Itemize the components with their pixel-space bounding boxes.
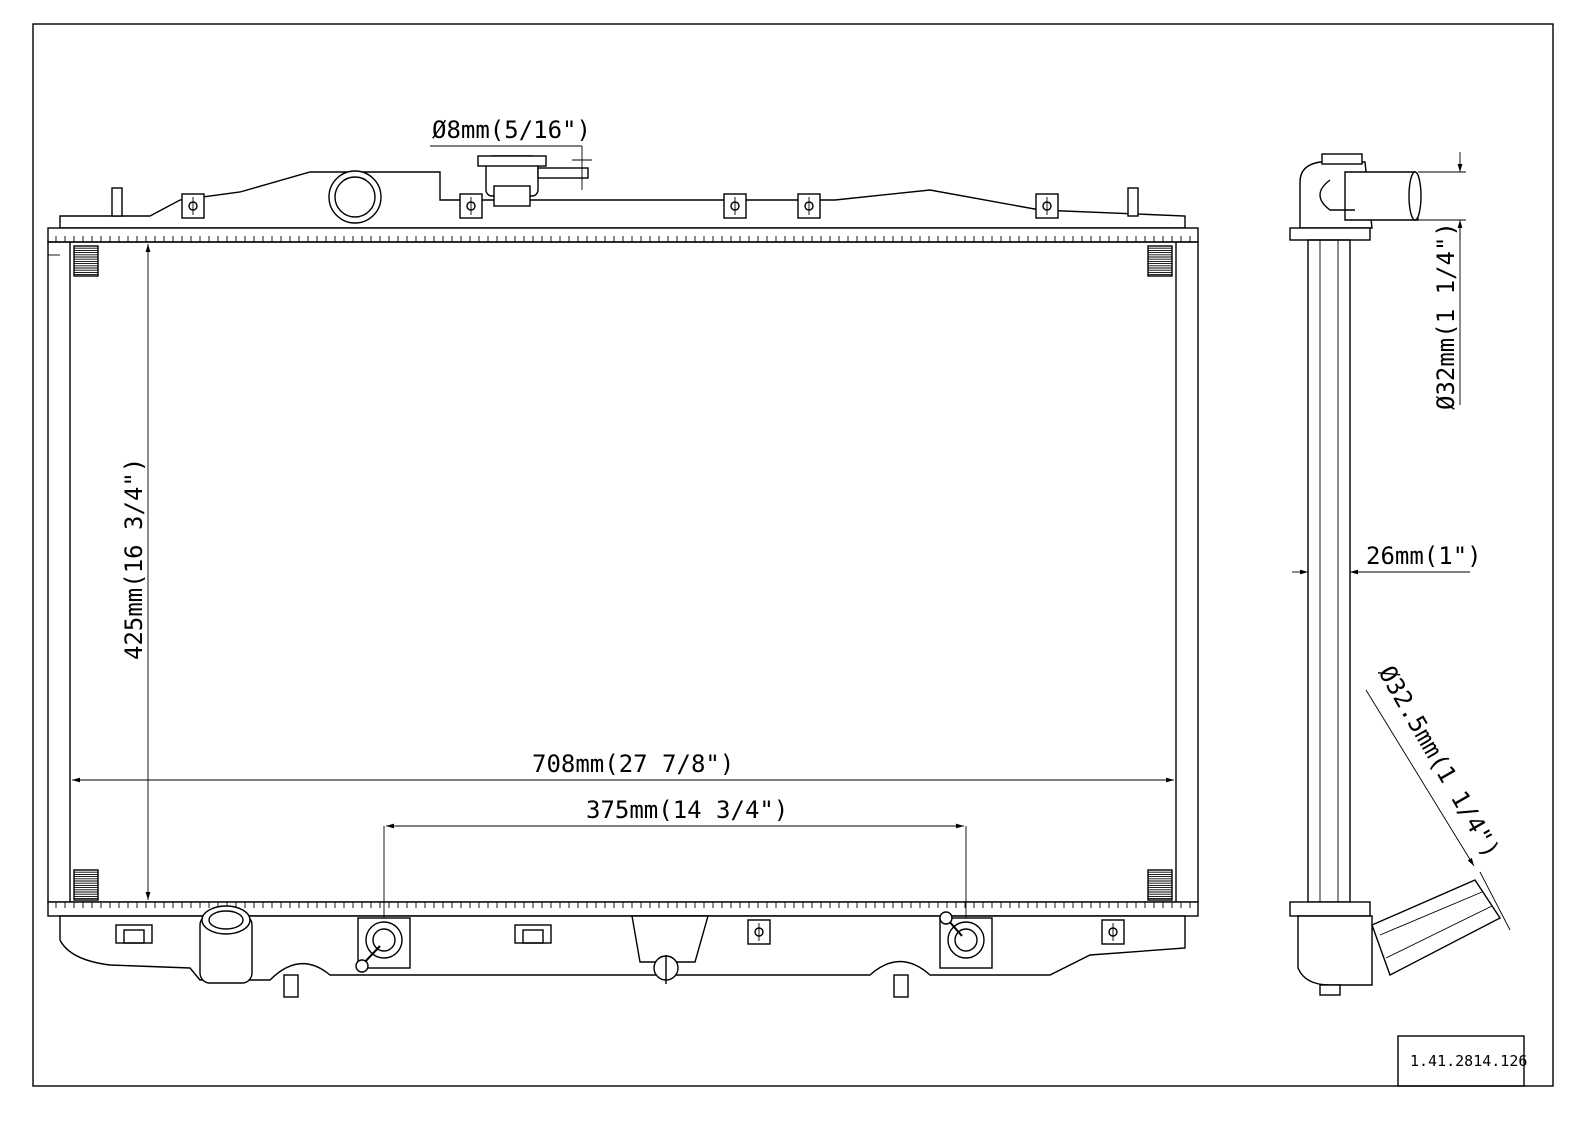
upper-hose-label: Ø32mm(1 1/4")	[1432, 222, 1460, 410]
side-view: Ø32mm(1 1/4") 26mm(1") Ø32.5mm(1 1/4")	[1289, 152, 1511, 996]
lower-outlet	[199, 905, 253, 984]
outlet-spacing-label: 375mm(14 3/4")	[586, 796, 788, 824]
radiator-cap	[477, 155, 589, 207]
center-hanger	[631, 915, 709, 963]
part-number-box	[1397, 1035, 1525, 1087]
bottom-brackets	[747, 919, 1125, 945]
filler-neck	[328, 170, 382, 224]
side-coils	[73, 245, 1173, 901]
side-core	[1307, 239, 1351, 903]
bottom-header-teeth	[55, 902, 1191, 908]
width-label: 708mm(27 7/8")	[532, 750, 734, 778]
side-lower-tank	[1297, 915, 1373, 986]
height-label: 425mm(16 3/4")	[120, 458, 148, 660]
front-view: Ø8mm(5/16") 425mm(16 3/4") 708mm(27 7/8"…	[47, 116, 1199, 998]
top-tank	[59, 171, 1186, 229]
drawing-border	[32, 23, 1554, 1087]
right-fitting	[939, 911, 993, 969]
lower-hose-label: Ø32.5mm(1 1/4")	[1373, 661, 1506, 863]
left-fitting	[355, 917, 411, 973]
filler-neck-label: Ø8mm(5/16")	[432, 116, 591, 144]
bottom-tank	[59, 915, 1186, 981]
core-thickness-label: 26mm(1")	[1366, 542, 1482, 570]
part-number: 1.41.2814.126	[1410, 1052, 1527, 1070]
side-lower-hose	[1371, 879, 1502, 976]
top-brackets	[181, 193, 1059, 219]
top-header-teeth	[55, 236, 1191, 242]
